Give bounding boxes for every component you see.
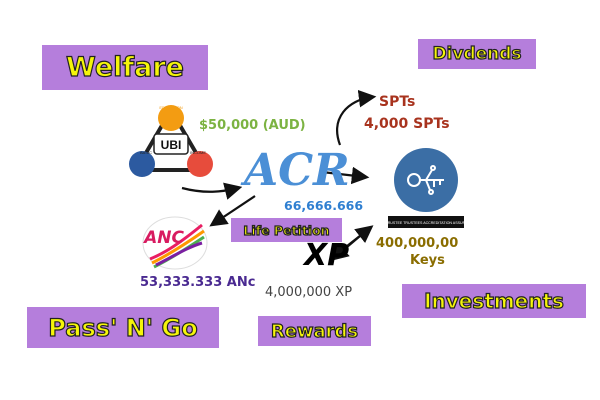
arrow-ubi-to-acr: [181, 182, 243, 200]
rewards-label: Rewards: [258, 316, 371, 346]
investments-label: Investments: [402, 284, 586, 318]
arrow-acr-to-spts: [336, 89, 377, 146]
life-petition-label: Life Petition: [231, 218, 342, 242]
spts-label: SPTs: [379, 94, 416, 110]
ubi-center-text: UBI: [161, 138, 182, 152]
anc-logo-text: ANC: [142, 228, 184, 248]
keys-badge-icon: GBR TRUSTEE TRUSTEES ACCREDITATION ASSUR…: [377, 148, 476, 228]
xp-amount: 4,000,000 XP: [265, 285, 353, 300]
ubi-segment-right: INCOME: [190, 150, 206, 155]
welfare-label: Welfare: [42, 45, 208, 90]
pass-n-go-label: Pass' N' Go: [27, 307, 219, 348]
keys-amount: 400,000,00: [376, 236, 459, 251]
arrow-acr-to-keys: [321, 166, 370, 185]
keys-caption: GBR TRUSTEE TRUSTEES ACCREDITATION ASSUR…: [377, 221, 476, 225]
spts-amount: 4,000 SPTs: [364, 116, 450, 132]
anc-logo-icon: ANC: [142, 216, 208, 270]
anc-amount: 53,333.333 ANc: [140, 275, 256, 290]
arrow-keys-to-xp: [330, 235, 361, 261]
ubi-segment-top: EDUCATION: [159, 105, 182, 110]
ubi-segment-left: BASIC: [140, 150, 152, 155]
dividends-label: Divdends: [418, 39, 536, 69]
keys-unit: Keys: [410, 253, 445, 268]
ubi-amount: $50,000 (AUD): [199, 118, 306, 133]
arrow-acr-to-anc: [209, 195, 256, 227]
xp-logo: XP: [304, 238, 350, 273]
acr-value: 66,666.666: [284, 198, 364, 213]
acr-logo: ACR: [244, 145, 350, 196]
ubi-triangle-icon: UBI EDUCATION BASIC INCOME: [129, 105, 213, 177]
